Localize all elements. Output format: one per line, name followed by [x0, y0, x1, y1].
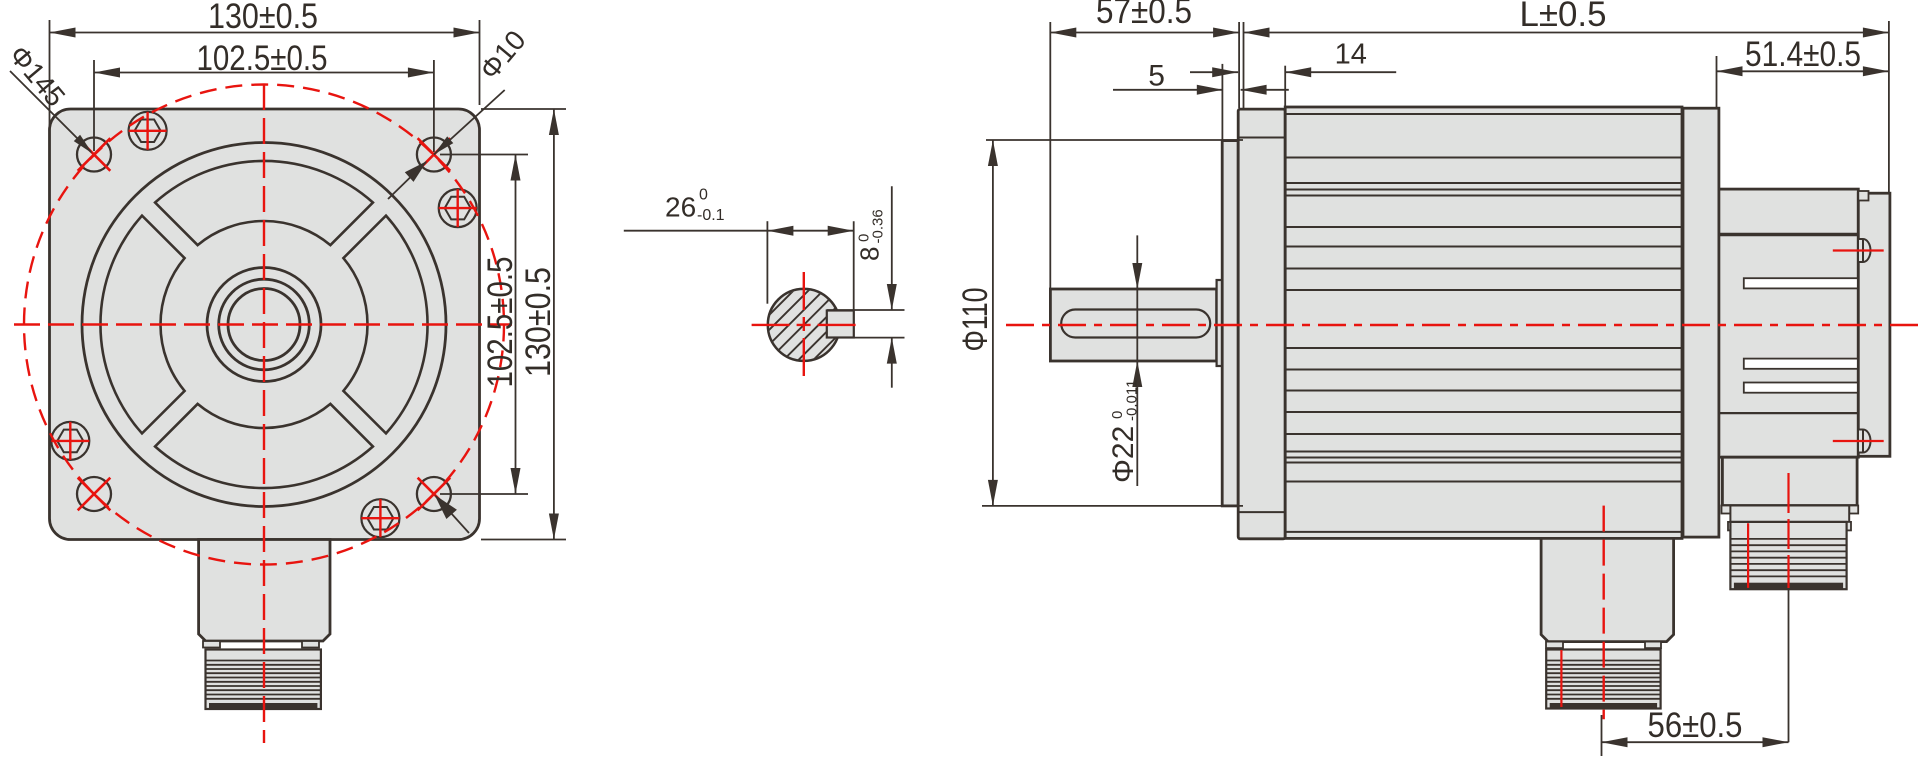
svg-text:Φ22: Φ22: [1107, 426, 1140, 483]
svg-text:0: 0: [699, 187, 708, 204]
svg-text:14: 14: [1335, 39, 1367, 71]
svg-text:5: 5: [1148, 60, 1165, 93]
svg-text:Φ110: Φ110: [956, 288, 995, 352]
svg-text:0: 0: [856, 234, 873, 242]
svg-text:51.4±0.5: 51.4±0.5: [1745, 35, 1861, 74]
svg-text:56±0.5: 56±0.5: [1648, 706, 1743, 745]
svg-text:130±0.5: 130±0.5: [208, 0, 318, 36]
svg-text:102.5±0.5: 102.5±0.5: [197, 39, 328, 78]
svg-text:26: 26: [665, 192, 696, 223]
svg-text:-0.1: -0.1: [697, 207, 725, 224]
svg-text:8: 8: [855, 247, 885, 261]
svg-text:57±0.5: 57±0.5: [1096, 0, 1192, 31]
svg-text:0: 0: [1109, 411, 1126, 419]
svg-text:-0.36: -0.36: [870, 209, 887, 243]
svg-text:-0.011: -0.011: [1124, 380, 1141, 421]
svg-text:L±0.5: L±0.5: [1520, 0, 1607, 34]
svg-text:102.5±0.5: 102.5±0.5: [481, 257, 520, 388]
svg-text:130±0.5: 130±0.5: [519, 267, 558, 377]
